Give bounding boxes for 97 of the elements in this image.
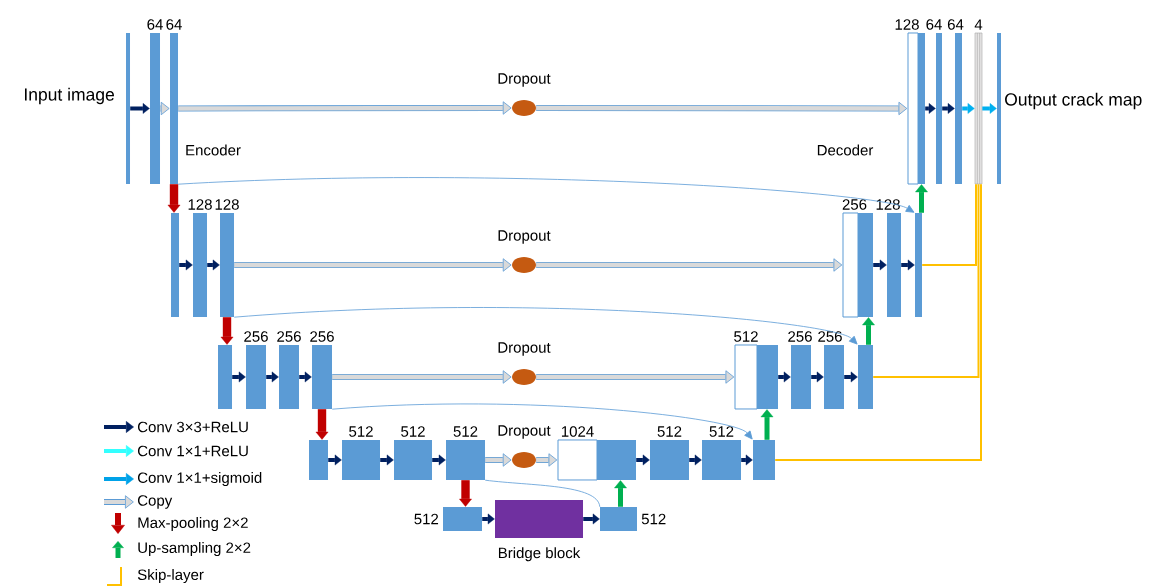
block-arrow bbox=[536, 258, 843, 272]
block-arrow bbox=[536, 370, 735, 384]
block-arrow bbox=[778, 371, 791, 383]
block-arrow bbox=[536, 453, 558, 467]
channel-count: 512 bbox=[414, 513, 439, 525]
block-arrow bbox=[179, 259, 193, 271]
feature-map-bar bbox=[171, 213, 179, 317]
block-label: Bridge block bbox=[498, 547, 581, 562]
block-arrow bbox=[844, 371, 858, 383]
block-arrow bbox=[760, 409, 774, 440]
feature-map-bar bbox=[918, 33, 925, 184]
block-arrow bbox=[178, 101, 512, 115]
block-arrow bbox=[299, 371, 312, 383]
channel-count: 256 bbox=[842, 199, 867, 210]
feature-map-bar bbox=[597, 440, 636, 480]
feature-map-bar bbox=[309, 440, 328, 480]
side-label: Output crack map bbox=[1005, 92, 1142, 110]
channel-count: 256 bbox=[310, 331, 334, 342]
channel-count: 256 bbox=[788, 331, 812, 342]
channel-count: 256 bbox=[277, 331, 301, 342]
block-arrow bbox=[234, 258, 512, 272]
skip-line bbox=[872, 183, 980, 378]
block-arrow bbox=[485, 453, 512, 467]
channel-count: 512 bbox=[349, 426, 373, 437]
channel-count: 512 bbox=[709, 426, 734, 437]
block-arrow bbox=[380, 454, 394, 466]
block-arrow bbox=[942, 103, 955, 114]
skip-line bbox=[921, 183, 977, 266]
channel-count: 512 bbox=[641, 513, 666, 525]
feature-map-bar bbox=[757, 345, 778, 409]
channel-count: 128 bbox=[188, 199, 212, 210]
feature-map-bar bbox=[858, 213, 873, 317]
section-label: Decoder bbox=[817, 144, 874, 156]
legend-label: Conv 3×3+ReLU bbox=[137, 421, 248, 433]
channel-count: 512 bbox=[734, 331, 758, 342]
feature-map-bar bbox=[753, 440, 775, 480]
feature-map-bar bbox=[858, 345, 873, 409]
channel-count: 128 bbox=[895, 19, 919, 30]
channel-count: 128 bbox=[876, 199, 900, 210]
block-arrow bbox=[915, 184, 928, 213]
block-arrow bbox=[689, 454, 702, 466]
legend-label: Skip-layer bbox=[137, 569, 204, 583]
block-arrow bbox=[862, 317, 875, 345]
block-arrow bbox=[636, 454, 650, 466]
legend-label: Up-sampling 2×2 bbox=[138, 542, 251, 556]
channel-count: 64 bbox=[926, 19, 942, 30]
curved-arrow bbox=[233, 307, 858, 345]
curved-arrow bbox=[331, 403, 753, 440]
legend-label: Conv 1×1+sigmoid bbox=[137, 472, 262, 486]
legend-label: Max-pooling 2×2 bbox=[138, 517, 248, 531]
block-arrow bbox=[873, 259, 887, 271]
block-arrow bbox=[266, 371, 279, 383]
block-arrow bbox=[536, 101, 908, 116]
channel-count: 256 bbox=[818, 331, 842, 342]
block-arrow bbox=[459, 480, 472, 507]
block-arrow bbox=[432, 454, 446, 466]
block-arrow bbox=[315, 409, 329, 440]
skip-line bbox=[774, 183, 982, 461]
channel-count: 512 bbox=[401, 426, 425, 437]
side-label: Input image bbox=[24, 87, 114, 105]
block-arrow bbox=[614, 480, 627, 507]
block-arrow bbox=[901, 259, 915, 271]
channel-count: 4 bbox=[974, 19, 983, 30]
legend-label: Conv 1×1+ReLU bbox=[137, 445, 248, 457]
channel-count: 64 bbox=[947, 19, 964, 30]
block-arrow bbox=[925, 103, 936, 114]
channel-count: 64 bbox=[147, 19, 163, 30]
block-arrow bbox=[232, 371, 246, 383]
block-arrow bbox=[220, 317, 234, 345]
feature-map-bar bbox=[915, 213, 922, 317]
dropout-label: Dropout bbox=[498, 342, 551, 356]
block-arrow bbox=[160, 101, 170, 116]
channel-count: 512 bbox=[453, 426, 478, 437]
channel-count: 1024 bbox=[561, 426, 594, 437]
block-arrow bbox=[130, 103, 150, 114]
block-arrow bbox=[982, 103, 997, 114]
legend-label: Copy bbox=[137, 495, 173, 509]
block-arrow bbox=[962, 103, 975, 114]
channel-count: 256 bbox=[244, 331, 268, 342]
block-arrow bbox=[482, 513, 495, 525]
curved-line bbox=[484, 479, 601, 508]
curved-arrow bbox=[177, 177, 915, 213]
block-arrow bbox=[328, 454, 342, 466]
dropout-label: Dropout bbox=[498, 230, 551, 244]
feature-map-bar bbox=[218, 345, 232, 409]
block-arrow bbox=[207, 259, 220, 271]
block-arrow bbox=[332, 370, 512, 384]
dropout-label: Dropout bbox=[498, 425, 551, 439]
dropout-label: Dropout bbox=[498, 73, 551, 87]
channel-count: 64 bbox=[166, 19, 182, 30]
channel-count: 512 bbox=[657, 426, 682, 437]
block-arrow bbox=[741, 454, 753, 466]
block-arrow bbox=[811, 371, 824, 383]
block-arrow bbox=[167, 184, 181, 213]
channel-count: 128 bbox=[215, 199, 239, 210]
block-arrow bbox=[583, 513, 600, 525]
section-label: Encoder bbox=[186, 144, 241, 156]
